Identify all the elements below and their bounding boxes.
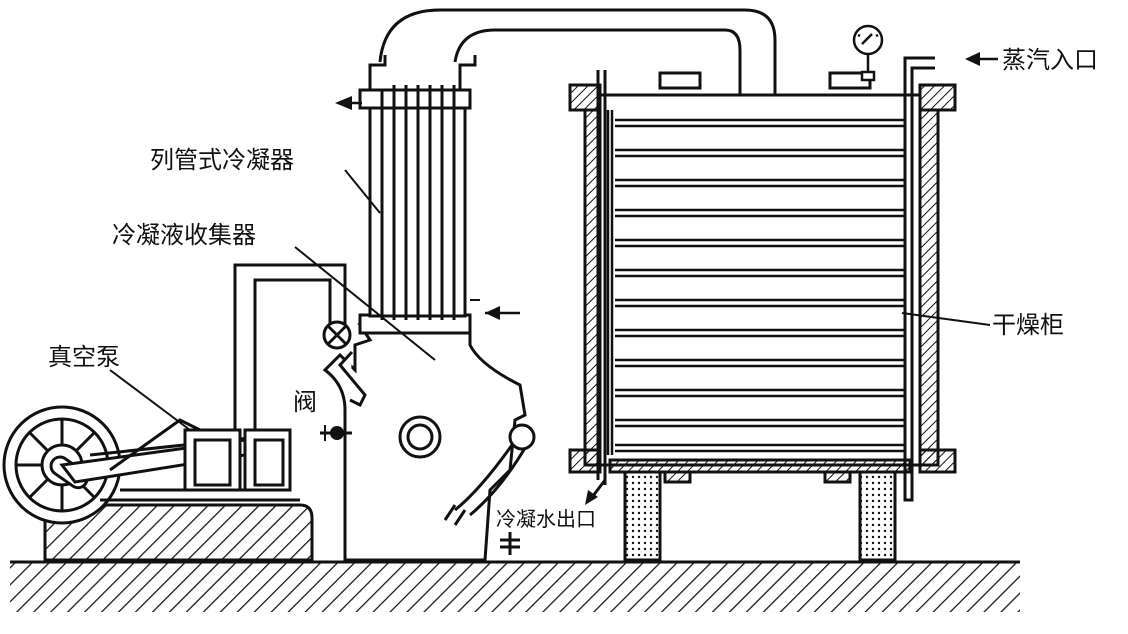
label-condensate-collector: 冷凝液收集器 [112, 221, 256, 249]
condensate-outlet-arrow [585, 479, 607, 505]
leader-lines [109, 169, 991, 431]
dryer-legs [623, 470, 897, 562]
label-steam-inlet: 蒸汽入口 [1002, 46, 1098, 74]
drain-valve-icon [320, 425, 352, 441]
tube-condenser [358, 55, 477, 335]
coolant-out-arrow [335, 96, 362, 110]
pump-base [43, 503, 314, 562]
labels: 蒸汽入口 列管式冷凝器 冷凝液收集器 真空泵 阀 干燥柜 冷凝水出口 [48, 46, 1098, 531]
steam-inlet-arrow [965, 52, 998, 66]
vapor-pipe [378, 8, 777, 95]
ground [10, 560, 1020, 612]
vacuum-pump-icon [2, 405, 300, 525]
label-vacuum-pump: 真空泵 [48, 343, 120, 371]
label-valve: 阀 [293, 388, 317, 416]
dryer-shelves [606, 110, 905, 455]
label-condensate-outlet: 冷凝水出口 [496, 507, 596, 531]
coolant-in-arrow [470, 299, 520, 320]
condensate-collector-body [322, 323, 536, 562]
label-dryer-cabinet: 干燥柜 [992, 311, 1064, 339]
steam-pipe [903, 56, 935, 502]
collector-drain [443, 504, 520, 555]
label-tube-condenser: 列管式冷凝器 [150, 146, 294, 174]
vacuum-line [233, 263, 347, 430]
valve-icon [322, 320, 352, 350]
pressure-gauge-icon [852, 24, 884, 82]
condensate-pipe [596, 70, 607, 485]
